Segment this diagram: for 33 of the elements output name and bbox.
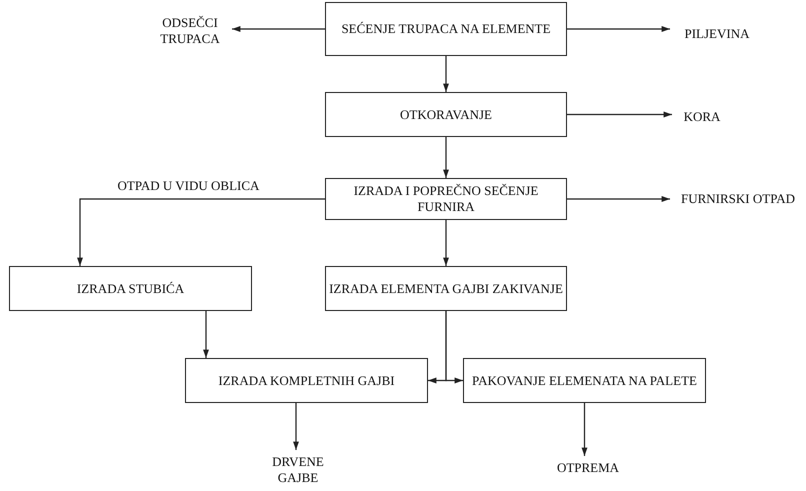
process-box — [325, 178, 567, 220]
arrow — [232, 26, 325, 32]
process-label: OTKORAVANJE — [400, 106, 492, 122]
output-label: ODSEČCI TRUPACA — [159, 15, 221, 47]
process-box — [9, 266, 252, 311]
arrow — [445, 311, 463, 384]
arrow — [293, 403, 299, 450]
output-label: OTPREMA — [556, 460, 620, 476]
process-box — [463, 358, 706, 403]
process-label: IZRADA ELEMENTA GAJBI ZAKIVANJE — [329, 280, 563, 296]
process-box — [325, 266, 567, 311]
arrow — [443, 137, 449, 178]
process-box — [325, 92, 567, 137]
process-box — [185, 358, 428, 403]
output-label: DRVENE GAJBE — [271, 454, 325, 486]
process-label: IZRADA STUBIĆA — [76, 280, 184, 296]
arrow — [567, 196, 670, 202]
process-label: IZRADA KOMPLETNIH GAJBI — [218, 372, 395, 388]
arrow — [567, 112, 672, 118]
output-label: KORA — [684, 109, 720, 125]
arrow — [443, 56, 449, 92]
process-box — [325, 2, 567, 56]
arrow — [203, 311, 209, 358]
arrow — [443, 220, 449, 266]
process-label: PAKOVANJE ELEMENATA NA PALETE — [472, 372, 697, 388]
process-label: IZRADA I POPREČNO SEČENJE FURNIRA — [352, 183, 540, 215]
arrow — [582, 403, 588, 456]
output-label: FURNIRSKI OTPAD — [680, 191, 796, 207]
edge-label: OTPAD U VIDU OBLICA — [118, 178, 260, 194]
arrow — [77, 198, 325, 266]
output-label: PILJEVINA — [684, 26, 750, 42]
process-label: SEĆENJE TRUPACA NA ELEMENTE — [341, 21, 551, 37]
arrow — [567, 26, 670, 32]
